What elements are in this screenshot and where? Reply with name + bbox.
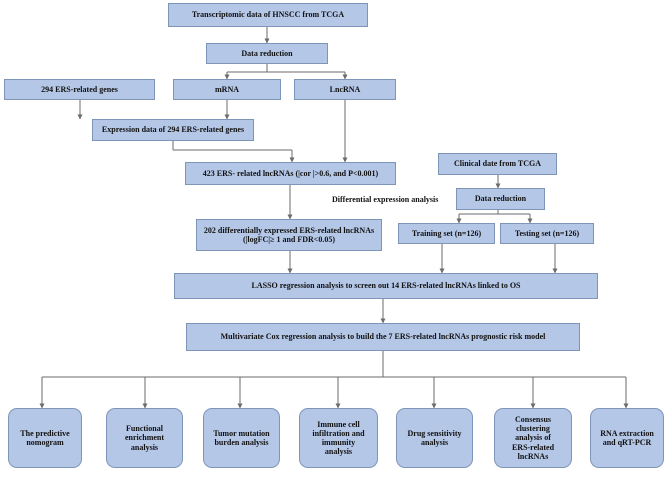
node-clinical-date: Clinical date from TCGA [438, 153, 557, 175]
node-multivariate-cox: Multivariate Cox regression analysis to … [186, 323, 580, 351]
node-label: LncRNA [329, 84, 361, 94]
node-423-ers-lncrnas: 423 ERS- related lncRNAs (|cor |>0.6, an… [185, 162, 396, 185]
node-label: Clinical date from TCGA [453, 159, 542, 169]
node-lasso: LASSO regression analysis to screen out … [174, 273, 598, 299]
outcome-rna-extraction: RNA extraction and qRT-PCR [590, 408, 664, 468]
node-data-reduction-right: Data reduction [456, 188, 545, 210]
node-label: Training set (n=126) [411, 228, 482, 238]
node-202-diff-expressed: 202 differentially expressed ERS-related… [196, 219, 382, 251]
node-mrna: mRNA [173, 79, 281, 100]
node-ers-genes: 294 ERS-related genes [4, 79, 155, 100]
node-label: Multivariate Cox regression analysis to … [220, 332, 546, 342]
outcome-label: Drug sensitivity analysis [407, 428, 462, 447]
node-testing-set: Testing set (n=126) [500, 223, 594, 244]
node-expression-data: Expression data of 294 ERS-related genes [92, 119, 254, 141]
node-label: 294 ERS-related genes [41, 84, 118, 94]
node-label: 423 ERS- related lncRNAs (|cor |>0.6, an… [202, 168, 379, 178]
outcome-tumor-mutation-burden: Tumor mutation burden analysis [203, 408, 280, 468]
node-tcga-transcriptomic: Transcriptomic data of HNSCC from TCGA [168, 3, 368, 27]
node-label: Data reduction [241, 48, 293, 58]
outcome-drug-sensitivity: Drug sensitivity analysis [396, 408, 473, 468]
node-lncrna: LncRNA [294, 79, 396, 100]
node-label: Data reduction [474, 194, 527, 204]
outcome-label: RNA extraction and qRT-PCR [600, 428, 654, 447]
node-training-set: Training set (n=126) [398, 223, 495, 244]
outcome-label: Tumor mutation burden analysis [213, 428, 270, 447]
node-label: Testing set (n=126) [514, 228, 580, 238]
node-label: Transcriptomic data of HNSCC from TCGA [191, 10, 345, 20]
node-label: mRNA [215, 84, 239, 94]
node-label: LASSO regression analysis to screen out … [251, 281, 521, 291]
outcome-predictive-nomogram: The predictive nomogram [8, 408, 82, 468]
outcome-label: The predictive nomogram [20, 428, 70, 447]
outcome-label: Immune cell infiltration and immunity an… [312, 419, 365, 457]
node-data-reduction-top: Data reduction [206, 43, 328, 64]
outcome-functional-enrichment: Functional enrichment analysis [106, 408, 183, 468]
outcome-immune-cell-infiltration: Immune cell infiltration and immunity an… [299, 408, 378, 468]
outcome-label: Functional enrichment analysis [124, 424, 165, 452]
node-label: 202 differentially expressed ERS-related… [203, 225, 375, 244]
outcome-label: Consensus clustering analysis of ERS-rel… [511, 415, 555, 461]
node-label: Expression data of 294 ERS-related genes [101, 125, 245, 135]
label-differential-expression: Differential expression analysis [332, 195, 439, 204]
outcome-consensus-clustering: Consensus clustering analysis of ERS-rel… [494, 408, 572, 468]
